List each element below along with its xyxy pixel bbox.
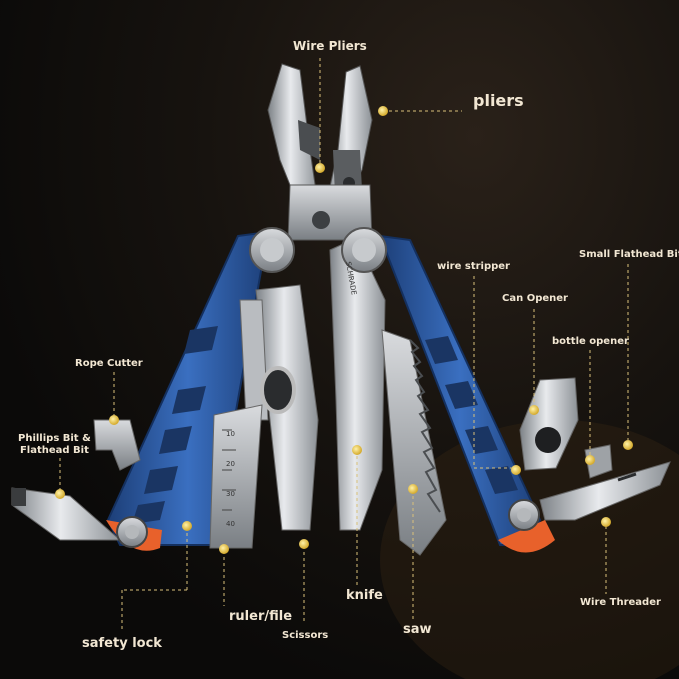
label-wire-threader: Wire Threader — [580, 597, 661, 608]
label-safety-lock: safety lock — [82, 636, 162, 651]
label-wire-pliers: Wire Pliers — [293, 39, 367, 53]
knife-and-saw — [329, 237, 447, 556]
ruler-mark-3: 30 — [226, 490, 235, 498]
label-bottle-opener: bottle opener — [552, 336, 629, 347]
right-tools — [519, 377, 671, 521]
callout-lines — [59, 58, 629, 630]
label-can-opener: Can Opener — [502, 293, 568, 304]
label-small-flathead-bit: Small Flathead Bit — [579, 249, 679, 260]
left-handle — [106, 230, 270, 546]
label-phillips-flathead-bit: Phillips Bit & Flathead Bit — [18, 433, 91, 456]
ruler-mark-4: 40 — [226, 520, 235, 528]
label-saw: saw — [403, 622, 432, 637]
label-phillips-bit-line1: Phillips Bit & — [18, 433, 91, 444]
callout-dots — [55, 106, 633, 554]
label-ruler-file: ruler/file — [229, 609, 293, 624]
label-phillips-bit-line2: Flathead Bit — [19, 444, 89, 456]
ruler-mark-1: 10 — [226, 430, 235, 438]
pivots — [106, 227, 555, 553]
ruler-mark-2: 20 — [226, 460, 235, 468]
left-tools — [11, 284, 319, 549]
pliers-jaws — [267, 63, 373, 241]
label-pliers: pliers — [473, 91, 524, 110]
label-scissors: Scissors — [282, 630, 329, 641]
label-rope-cutter: Rope Cutter — [75, 358, 143, 369]
label-knife: knife — [346, 588, 383, 603]
label-wire-stripper: wire stripper — [437, 261, 510, 272]
